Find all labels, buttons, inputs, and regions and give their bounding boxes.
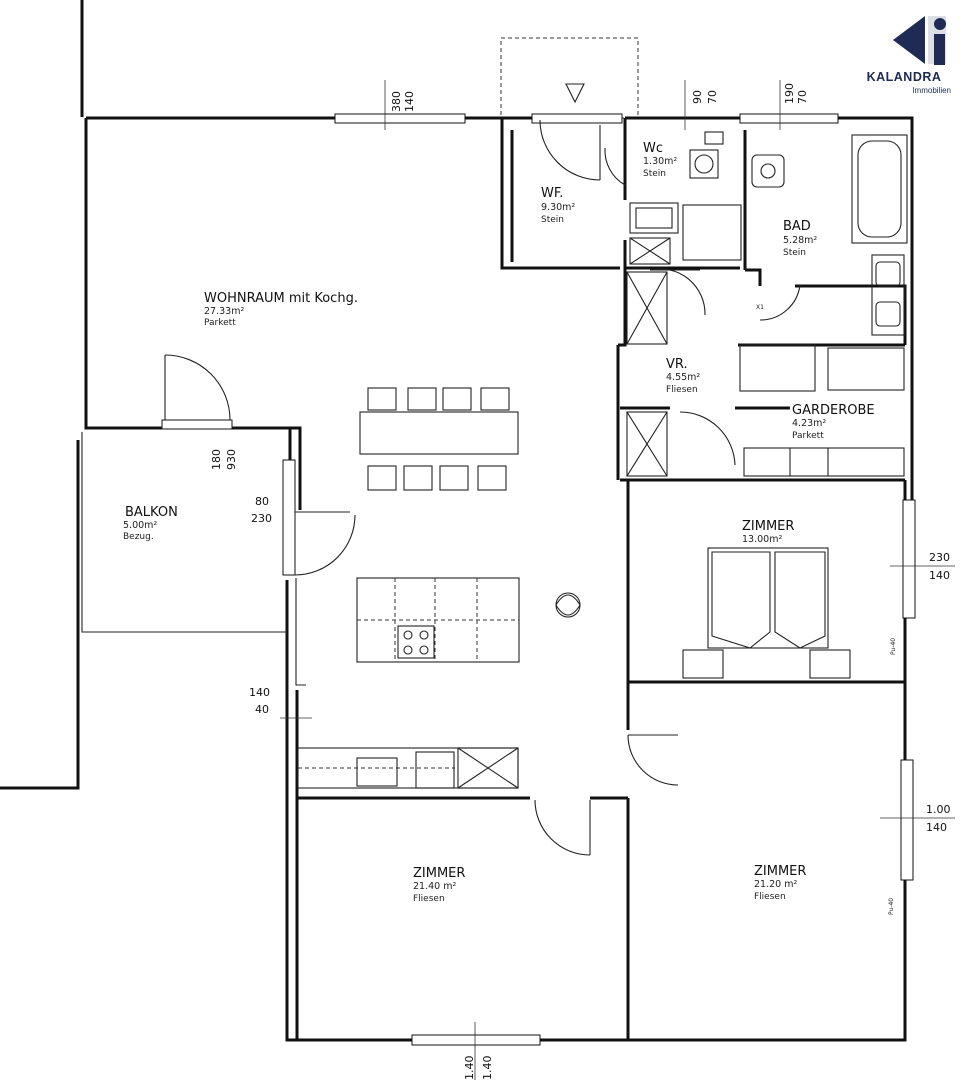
window-balkon-door — [161, 419, 233, 430]
dim-left-b: 40 — [255, 703, 269, 716]
window-zimmer-mid — [902, 499, 916, 619]
label-x1: X1 — [756, 304, 764, 311]
utility-fixtures — [629, 131, 742, 265]
dim-top3-a: 190 — [783, 83, 796, 104]
dim-right2-b: 140 — [926, 821, 947, 834]
room-zimmer-bl-floor: Fliesen — [413, 894, 445, 904]
brand-name: KALANDRA — [866, 70, 942, 84]
room-vr-floor: Fliesen — [666, 385, 698, 395]
dim-top2-b: 70 — [706, 90, 719, 104]
room-zimmer-mid-name: ZIMMER — [742, 519, 794, 534]
washbasin-icon — [871, 254, 905, 336]
room-wc-name: Wc — [643, 141, 663, 156]
entrance-canopy — [500, 37, 639, 119]
dim-bottom-a: 1.40 — [463, 1056, 476, 1080]
storage — [626, 271, 905, 477]
dim-balkon-win-b: 230 — [251, 512, 272, 525]
room-wohnraum-area: 27.33m² — [204, 306, 244, 317]
window-zimmer-right — [900, 759, 914, 881]
dim-top2-a: 90 — [691, 90, 704, 104]
dim-right1-a: 230 — [929, 551, 950, 564]
sink-icon — [629, 202, 679, 234]
room-vr-area: 4.55m² — [666, 372, 700, 383]
chair-icon — [442, 387, 472, 411]
room-bad-name: BAD — [783, 219, 811, 234]
room-zimmer-br-floor: Fliesen — [754, 892, 786, 902]
dim-balkon-door-a: 180 — [210, 449, 223, 470]
room-zimmer-br-name: ZIMMER — [754, 864, 806, 879]
label-pos-left: Pu-40 — [890, 638, 897, 655]
chair-icon — [439, 465, 469, 491]
window-bad — [739, 113, 839, 124]
room-bad-floor: Stein — [783, 248, 806, 258]
fridge-icon — [457, 747, 519, 789]
room-wc-area: 1.30m² — [643, 156, 677, 167]
dim-right1-b: 140 — [929, 569, 950, 582]
room-balkon-area: 5.00m² — [123, 520, 157, 531]
chair-icon — [367, 387, 397, 411]
toilet-icon — [751, 154, 785, 188]
bathtub-icon — [851, 134, 908, 244]
chair-icon — [480, 387, 510, 411]
dim-balkon-door-b: 930 — [225, 449, 238, 470]
doors — [164, 119, 801, 856]
label-pos-right: Pu-40 — [888, 898, 895, 915]
kitchen — [297, 577, 520, 789]
dim-balkon-win-a: 80 — [255, 495, 269, 508]
chair-icon — [403, 465, 433, 491]
brand-subtitle: Immobilien — [912, 86, 951, 95]
cooktop-icon — [397, 625, 435, 659]
room-zimmer-br-area: 21.20 m² — [754, 879, 797, 890]
room-wc-floor: Stein — [643, 169, 666, 179]
double-bed — [682, 547, 851, 679]
room-wohnraum-floor: Parkett — [204, 318, 236, 328]
dim-right2-a: 1.00 — [926, 803, 951, 816]
room-bad-area: 5.28m² — [783, 235, 817, 246]
neighbour-outline — [0, 0, 84, 790]
room-vr-name: VR. — [666, 357, 688, 372]
bathroom-fixtures — [751, 134, 908, 336]
room-garderobe-area: 4.23m² — [792, 418, 826, 429]
plant-icon — [555, 592, 581, 618]
room-garderobe-floor: Parkett — [792, 431, 824, 441]
kalandra-logo-icon — [893, 16, 946, 65]
room-wohnraum-name: WOHNRAUM mit Kochg. — [204, 291, 358, 306]
room-balkon-floor: Bezug. — [123, 532, 154, 542]
interior-walls — [295, 118, 907, 1040]
entrance-arrow-icon — [565, 83, 585, 104]
room-wf-name: WF. — [541, 186, 563, 201]
chair-icon — [477, 465, 507, 491]
room-balkon-name: BALKON — [125, 505, 178, 520]
dim-top1-a: 380 — [390, 91, 403, 112]
room-zimmer-mid-area: 13.00m² — [742, 534, 782, 545]
kitchen-counter — [297, 747, 519, 789]
room-wf-area: 9.30m² — [541, 202, 575, 213]
window-zimmer-bottom-left — [411, 1034, 541, 1046]
dining-table — [359, 387, 519, 491]
dim-bottom-b: 1.40 — [481, 1056, 494, 1080]
chair-icon — [367, 465, 397, 491]
dimension-lines — [280, 80, 955, 1080]
toilet-icon — [689, 149, 719, 179]
window-balkon-side — [282, 459, 296, 576]
washing-machine-icon — [682, 204, 742, 261]
window-wohnraum — [334, 113, 466, 124]
dim-top3-b: 70 — [796, 90, 809, 104]
windows — [161, 113, 916, 1046]
room-garderobe-name: GARDEROBE — [792, 403, 875, 418]
balcony — [81, 432, 306, 686]
room-wf-floor: Stein — [541, 215, 564, 225]
dim-top1-b: 140 — [403, 91, 416, 112]
dim-left-a: 140 — [249, 686, 270, 699]
room-zimmer-bl-area: 21.40 m² — [413, 881, 456, 892]
window-wf — [531, 113, 623, 124]
room-zimmer-bl-name: ZIMMER — [413, 866, 465, 881]
chair-icon — [407, 387, 437, 411]
